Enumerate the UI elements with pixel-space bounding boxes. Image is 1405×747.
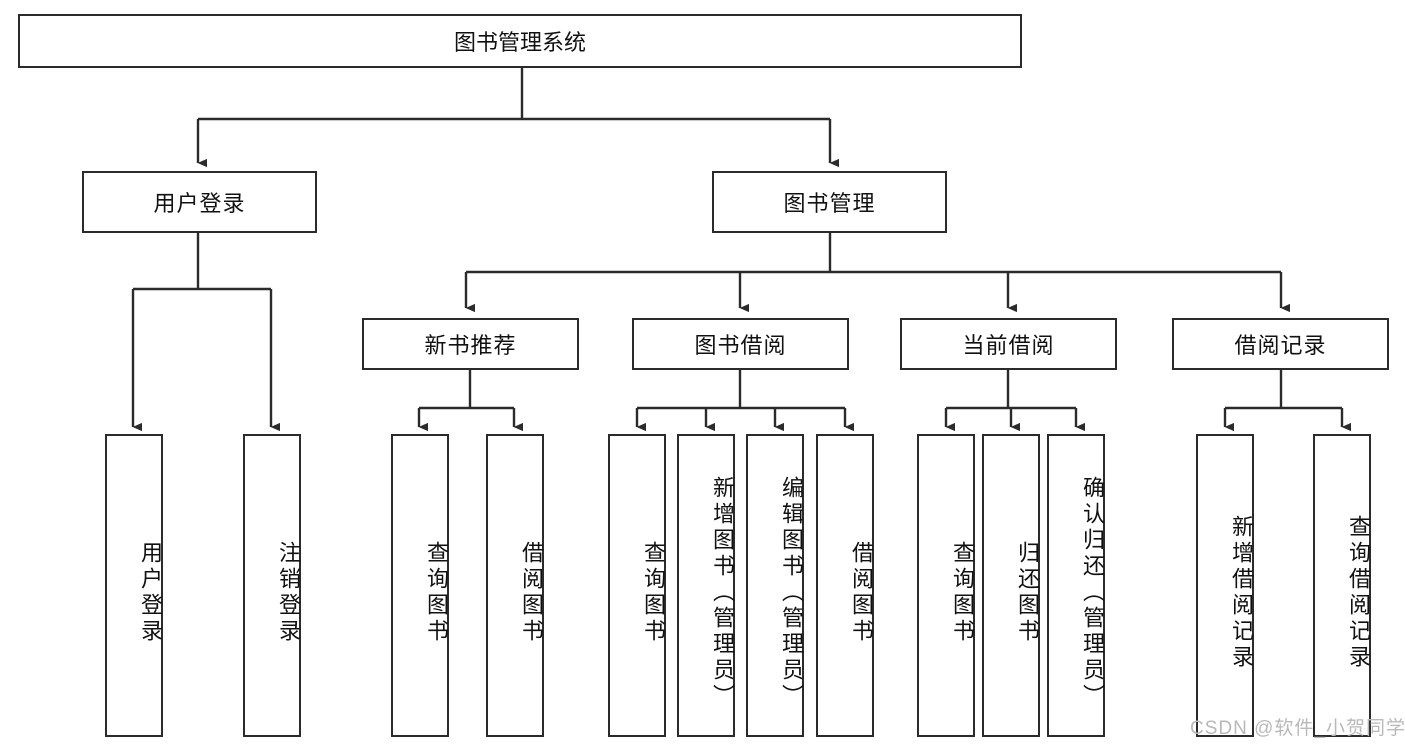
node-label: 查询图书 [641,540,666,645]
leaf-borrow-record-query[interactable]: 查询借阅记录 [1313,434,1371,737]
node-label: 当前借阅 [962,333,1055,358]
node-label: 确认归还（管理员） [1080,475,1105,710]
leaf-new-book-borrow[interactable]: 借阅图书 [486,434,544,737]
node-label: 借阅图书 [849,540,874,645]
csdn-watermark: CSDN @软件_小贺同学 [1190,718,1405,739]
node-book-management[interactable]: 图书管理 [712,171,947,233]
leaf-book-borrow-borrow[interactable]: 借阅图书 [816,434,874,737]
leaf-book-borrow-add[interactable]: 新增图书（管理员） [677,434,735,737]
node-current-borrow[interactable]: 当前借阅 [900,318,1117,370]
node-label: 查询借阅记录 [1346,514,1371,671]
node-label: 借阅图书 [519,540,544,645]
node-borrow-record[interactable]: 借阅记录 [1172,318,1389,370]
node-label: 图书借阅 [694,333,787,358]
node-label: 用户登录 [138,540,163,645]
leaf-current-borrow-return[interactable]: 归还图书 [982,434,1040,737]
node-label: 新增图书（管理员） [710,475,735,710]
node-label: 查询图书 [424,540,449,645]
node-label: 新书推荐 [424,333,517,358]
leaf-book-borrow-query[interactable]: 查询图书 [608,434,666,737]
leaf-new-book-query[interactable]: 查询图书 [391,434,449,737]
node-label: 图书管理系统 [453,30,586,55]
node-label: 注销登录 [276,540,301,645]
node-label: 新增借阅记录 [1229,514,1254,671]
node-root-book-management-system[interactable]: 图书管理系统 [18,14,1022,68]
node-label: 归还图书 [1015,540,1040,645]
node-book-borrow[interactable]: 图书借阅 [632,318,849,370]
node-label: 借阅记录 [1234,333,1327,358]
leaf-current-borrow-query[interactable]: 查询图书 [917,434,975,737]
node-label: 用户登录 [153,191,246,216]
node-user-login[interactable]: 用户登录 [82,171,317,233]
leaf-user-login-login[interactable]: 用户登录 [105,434,163,737]
node-label: 图书管理 [783,191,876,216]
node-label: 编辑图书（管理员） [779,475,804,710]
leaf-book-borrow-edit[interactable]: 编辑图书（管理员） [746,434,804,737]
leaf-user-login-logout[interactable]: 注销登录 [243,434,301,737]
leaf-borrow-record-add[interactable]: 新增借阅记录 [1196,434,1254,737]
node-label: 查询图书 [950,540,975,645]
node-new-book-recommend[interactable]: 新书推荐 [362,318,579,370]
leaf-current-borrow-confirm-return[interactable]: 确认归还（管理员） [1047,434,1105,737]
